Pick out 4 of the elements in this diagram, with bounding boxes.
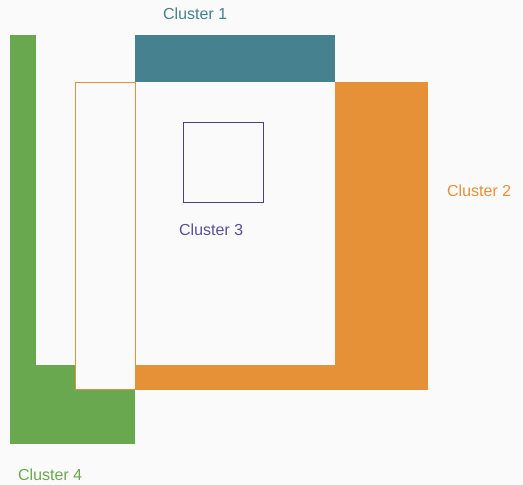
cluster-label: Cluster 3 bbox=[179, 222, 244, 240]
cluster-label: Cluster 2 bbox=[447, 183, 512, 201]
cluster-label: Cluster 4 bbox=[18, 467, 82, 485]
cluster-label: Cluster 1 bbox=[163, 6, 228, 24]
